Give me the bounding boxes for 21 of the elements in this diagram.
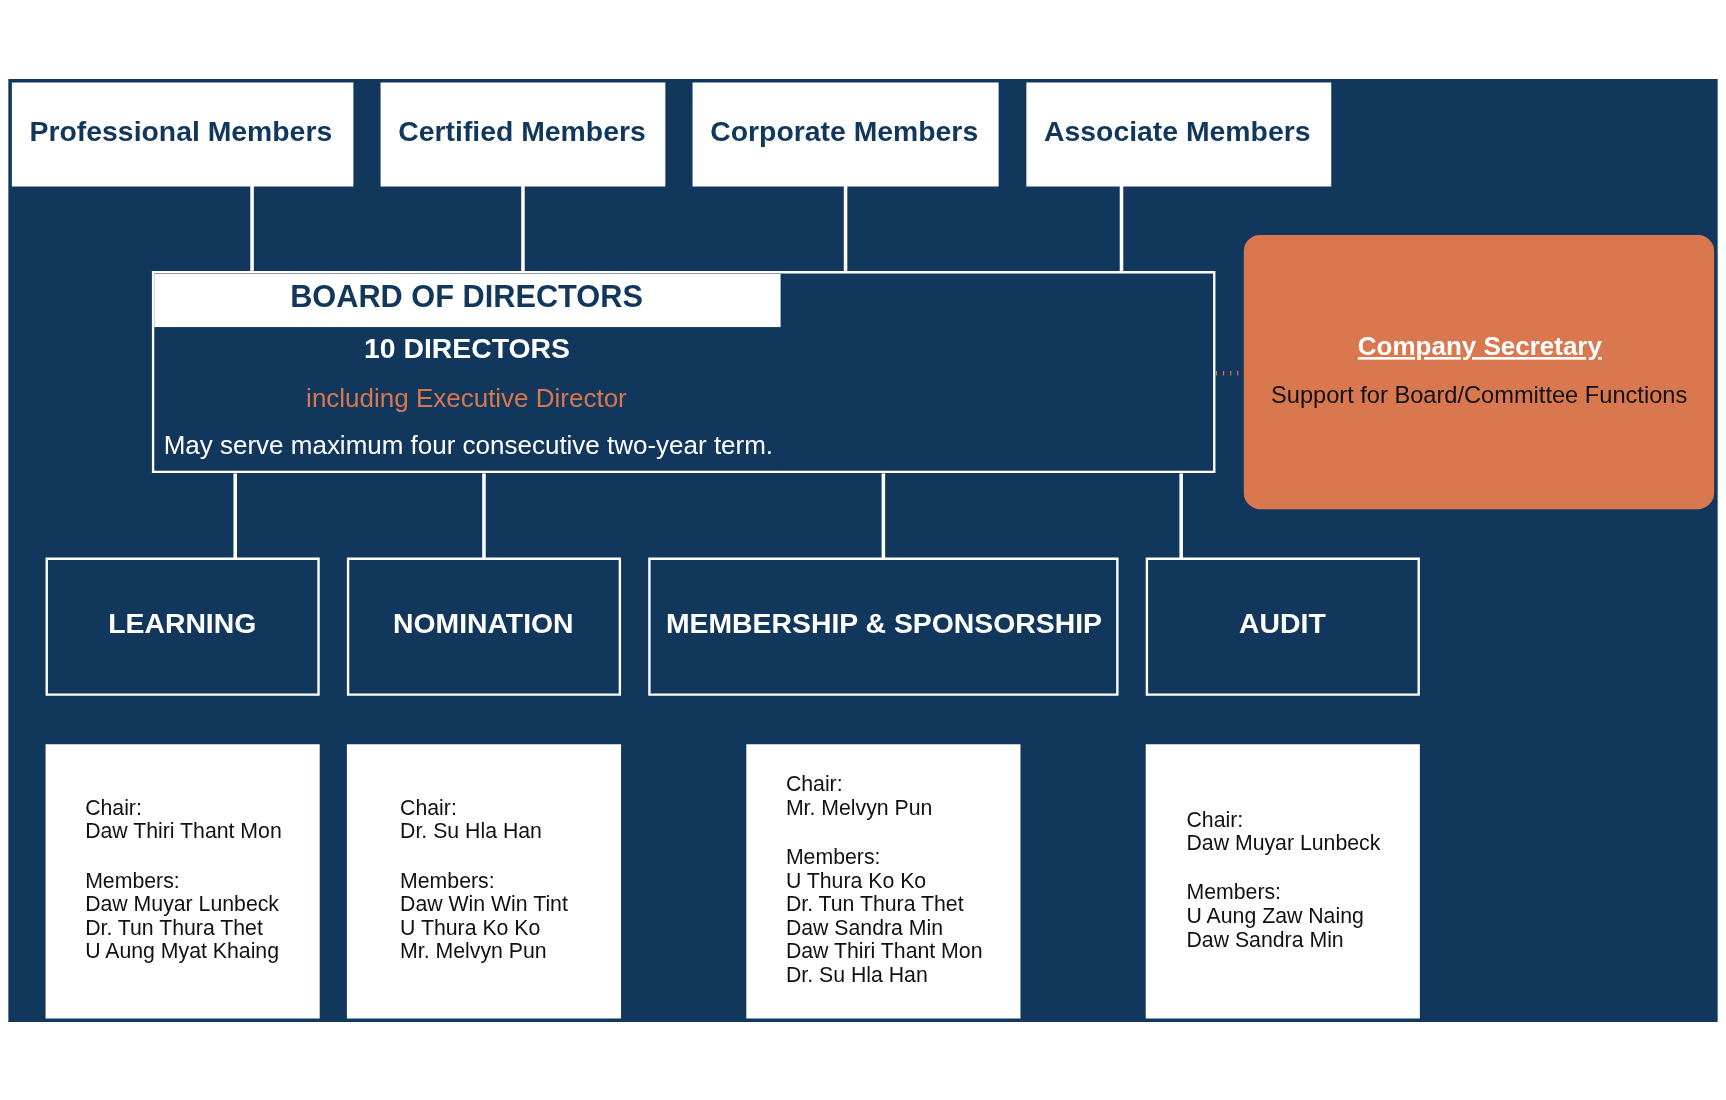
node-box: Corporate Members bbox=[692, 82, 999, 187]
connector bbox=[1179, 472, 1183, 559]
node-box: Professional Members bbox=[11, 82, 354, 187]
connector bbox=[521, 185, 525, 271]
node-box: Chair: Mr. Melvyn Pun Members: U Thura Ko Ko Dr. Tun Thura Thet Daw Sandra Min Daw Thiri Thant Mon Dr. Su Hla Han bbox=[746, 743, 1021, 1018]
node-box: Chair: Dr. Su Hla Han Members: Daw Win Win Tint U Thura Ko Ko Mr. Melvyn Pun bbox=[346, 743, 622, 1018]
node-box: AUDIT bbox=[1145, 557, 1420, 696]
node-box: NOMINATION bbox=[346, 557, 622, 696]
node-box: LEARNING bbox=[45, 557, 320, 696]
node-box: Company Secretary Support for Board/Committee Functions bbox=[1243, 234, 1715, 509]
connector bbox=[233, 472, 237, 559]
node-box: Associate Members bbox=[1026, 82, 1332, 187]
connector bbox=[1119, 185, 1124, 271]
node-box: Certified Members bbox=[380, 82, 666, 187]
node-box: Chair: Daw Muyar Lunbeck Members: U Aung Zaw Naing Daw Sandra Min bbox=[1145, 743, 1420, 1018]
node-box: MEMBERSHIP & SPONSORSHIP bbox=[648, 557, 1119, 696]
connector bbox=[250, 185, 254, 271]
connector bbox=[881, 472, 886, 559]
connector bbox=[482, 472, 486, 559]
connector bbox=[843, 185, 848, 271]
node-box: Chair: Daw Thiri Thant Mon Members: Daw Muyar Lunbeck Dr. Tun Thura Thet U Aung Myat Khaing bbox=[45, 743, 320, 1018]
